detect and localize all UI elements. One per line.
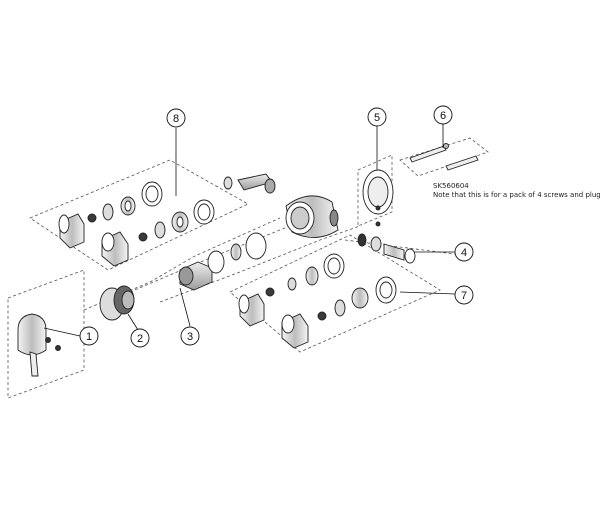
callout-7-label: 7 [461,290,467,302]
group-5-box [357,154,393,227]
callout-5: 5 [367,107,387,127]
callout-1: 1 [79,326,99,346]
callout-2: 2 [130,328,150,348]
callout-4-label: 4 [461,247,467,259]
cartridge-parts [178,173,276,291]
lever-handle [17,313,61,377]
callout-3: 3 [180,326,200,346]
callout-1-label: 1 [86,331,92,343]
callout-2-label: 2 [137,333,143,345]
back-plate [362,169,394,227]
group-6-box [399,137,489,177]
group-8-box [29,159,249,271]
callout-8-label: 8 [173,113,179,125]
group-7-box [229,234,441,353]
callout-7: 7 [454,285,474,305]
diverter-cartridge [99,285,135,321]
part-note: SK560604 Note that this is for a pack of… [433,182,600,200]
part-code: SK560604 [433,182,469,190]
valve-body [285,195,339,238]
group-4-parts [357,233,416,264]
callout-6: 6 [433,105,453,125]
group-8-parts [58,181,215,267]
group-7-parts [238,253,397,349]
leader-lines [43,124,456,337]
note-text: Note that this is for a pack of 4 screws… [433,191,600,199]
callout-8: 8 [166,108,186,128]
callout-5-label: 5 [374,112,380,124]
callout-4: 4 [454,242,474,262]
screws-and-plugs [409,143,479,171]
callout-6-label: 6 [440,110,446,122]
assembly-axis-lines [129,221,471,303]
callout-3-label: 3 [187,331,193,343]
